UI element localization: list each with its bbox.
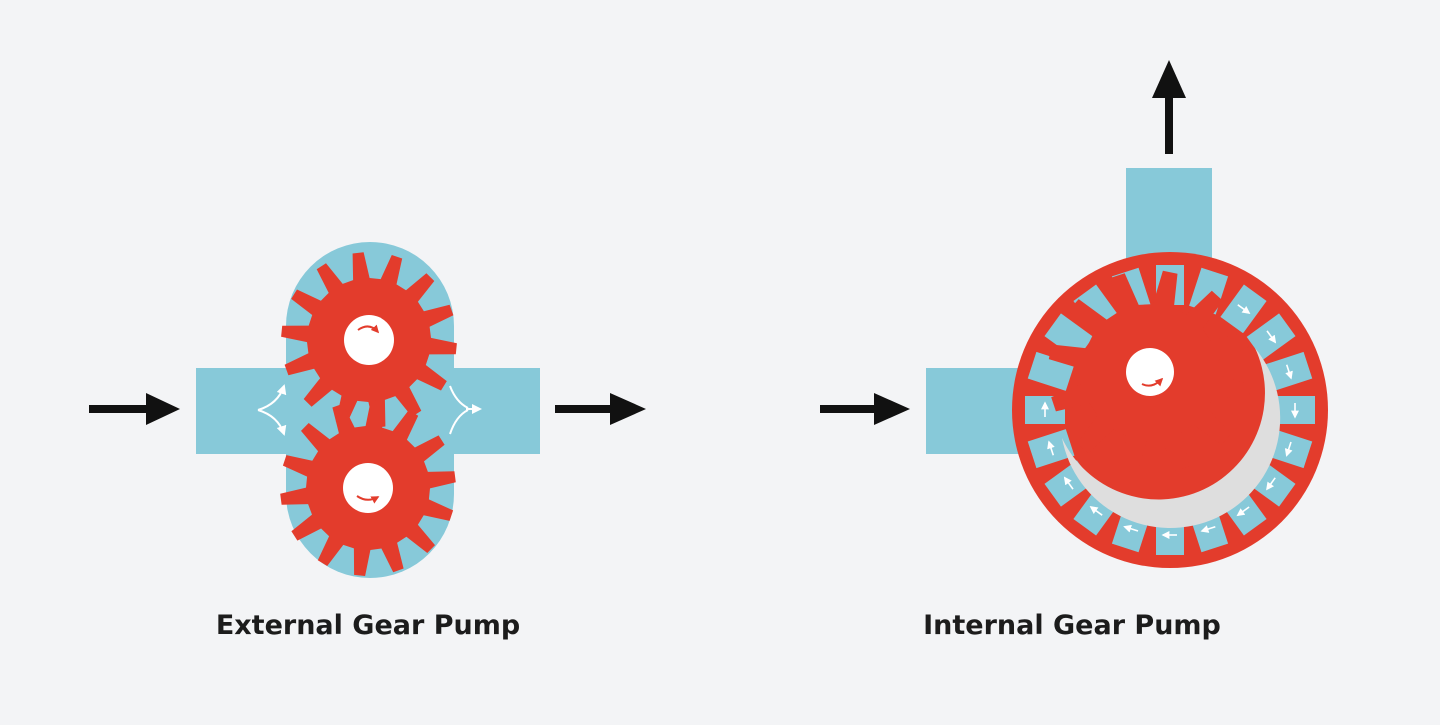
rotation-arrow-icon: [356, 495, 380, 504]
arrow-up-icon: [1152, 60, 1186, 154]
arrow-right-icon: [89, 393, 180, 425]
external-bottom-shaft: [343, 463, 393, 513]
flow-arrow-icon: [1123, 524, 1139, 533]
flow-arrow-icon: [1047, 440, 1055, 456]
flow-arrow-icon: [1236, 506, 1250, 517]
flow-arrow-icon: [1089, 506, 1103, 516]
external-outlet-port: [444, 368, 540, 454]
internal-gear-pump-label: Internal Gear Pump: [923, 610, 1221, 641]
internal-flow-arrows: [1041, 304, 1299, 539]
flow-arrow-icon: [1266, 477, 1276, 491]
arrow-right-icon: [820, 393, 910, 425]
arrow-right-icon: [555, 393, 646, 425]
external-outlet-flow-arrows: [449, 385, 482, 435]
external-top-shaft: [344, 315, 394, 365]
internal-inner-shaft: [1126, 348, 1174, 396]
flow-arrow-icon: [1285, 364, 1293, 380]
flow-arrow-icon: [1284, 441, 1293, 457]
flow-arrow-icon: [1237, 304, 1251, 314]
external-inlet-flow-arrows: [257, 384, 287, 436]
external-gear-pump-label: External Gear Pump: [215, 610, 521, 641]
internal-gear-pump: [820, 60, 1328, 568]
external-gear-pump: [89, 242, 646, 578]
external-inlet-port: [196, 368, 296, 454]
internal-crescent: [1062, 348, 1281, 529]
rotation-arrow-icon: [357, 324, 380, 334]
rotation-arrow-icon: [1141, 377, 1164, 387]
flow-arrow-icon: [1266, 330, 1277, 344]
flow-arrow-icon: [1200, 525, 1216, 533]
flow-arrow-icon: [1063, 476, 1074, 490]
